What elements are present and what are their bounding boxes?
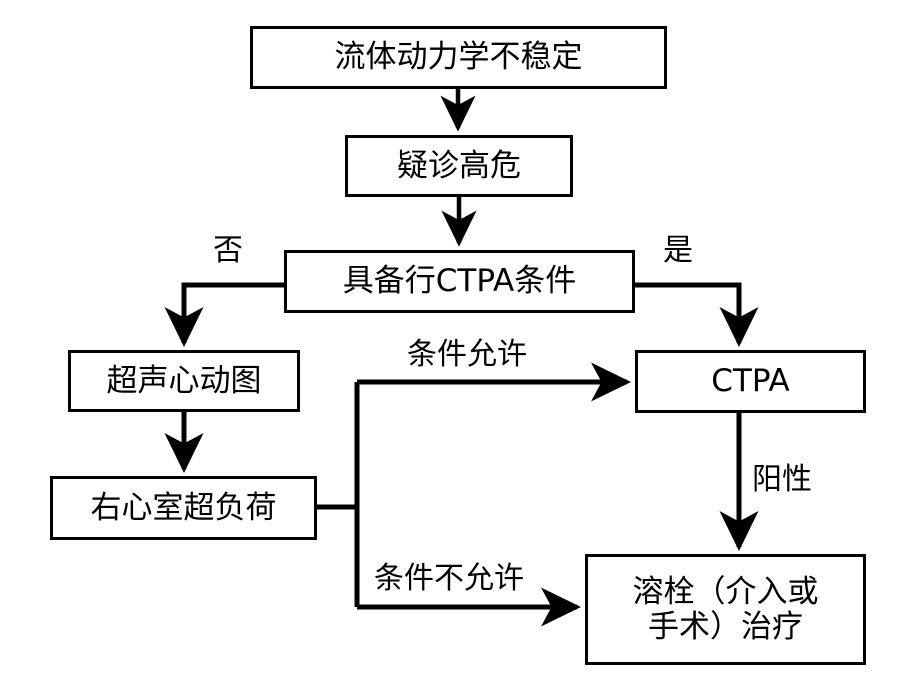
node-ctpa[interactable]: CTPA [635, 350, 866, 413]
node-rv-overload[interactable]: 右心室超负荷 [50, 476, 317, 540]
node-echocardiography[interactable]: 超声心动图 [68, 350, 300, 412]
edge-feasible-no-to-echo [164, 282, 284, 348]
node-thrombolysis[interactable]: 溶栓（介入或 手术）治疗 [585, 554, 866, 665]
node-suspected-high-risk[interactable]: 疑诊高危 [345, 135, 573, 197]
edge-label-yes: 是 [663, 233, 693, 268]
node-hemodynamic-instability[interactable]: 流体动力学不稳定 [250, 26, 667, 89]
edge-label-positive: 阳性 [752, 462, 812, 497]
edge-feasible-yes-to-ctpa [635, 282, 759, 348]
edge-label-condition-allow: 条件允许 [407, 337, 527, 372]
edge-label-condition-deny: 条件不允许 [374, 561, 524, 596]
node-ctpa-feasible[interactable]: 具备行CTPA条件 [284, 250, 635, 313]
edge-label-no: 否 [213, 233, 243, 268]
